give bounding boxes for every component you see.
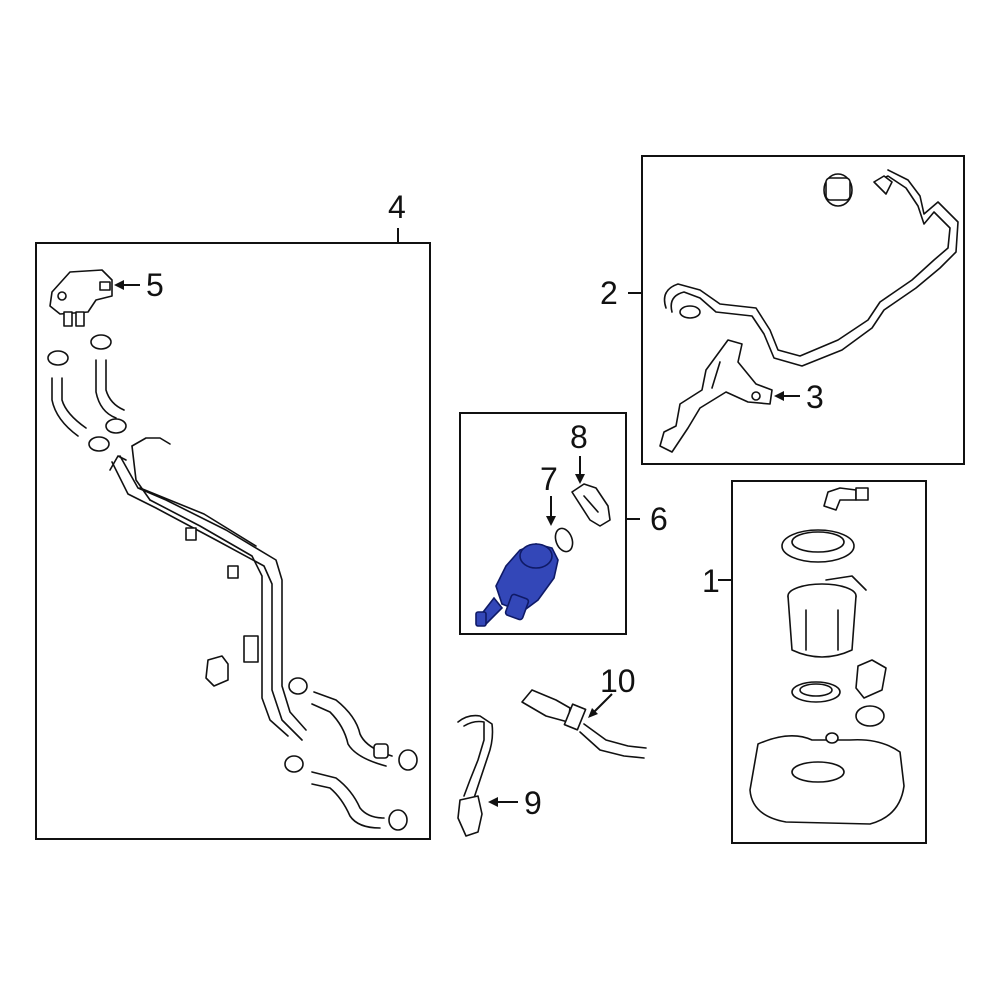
callout-9: 9 [524,785,542,821]
arrow-8 [575,474,585,484]
arrow-5 [114,280,124,290]
oxygen-sensor-part-10[interactable] [521,689,647,759]
coolant-hose[interactable] [284,677,418,831]
callout-2: 2 [600,275,618,311]
pressure-sensor-part-5[interactable] [49,269,113,327]
hose-clamp[interactable] [47,334,127,452]
fuel-tank-pan[interactable] [749,732,905,825]
callout-4: 4 [388,189,406,225]
callout-7: 7 [540,461,558,497]
bracket-part-3[interactable] [659,339,773,453]
callout-6: 6 [650,501,668,537]
callout-5: 5 [146,267,164,303]
wiring-harness[interactable] [663,169,959,367]
connector-part-8[interactable] [571,483,611,527]
arrow-3 [774,391,784,401]
fuel-line-elbow[interactable] [823,487,869,511]
vacuum-hose[interactable] [51,359,125,437]
arrow-10 [588,708,598,718]
arrow-7 [546,516,556,526]
purge-valve-highlighted[interactable] [475,543,559,627]
connector-clip[interactable] [205,655,229,687]
arrow-9 [488,797,498,807]
o-ring-part-7[interactable] [552,526,575,554]
pump-seal[interactable] [791,659,887,727]
fuel-pump-assembly[interactable] [787,575,867,658]
callout-1: 1 [702,563,720,599]
callout-8: 8 [570,419,588,455]
pipe-assembly[interactable] [109,437,307,741]
lock-ring[interactable] [781,529,855,563]
callout-10: 10 [600,663,636,699]
callout-3: 3 [806,379,824,415]
oxygen-sensor-part-9[interactable] [457,714,494,837]
